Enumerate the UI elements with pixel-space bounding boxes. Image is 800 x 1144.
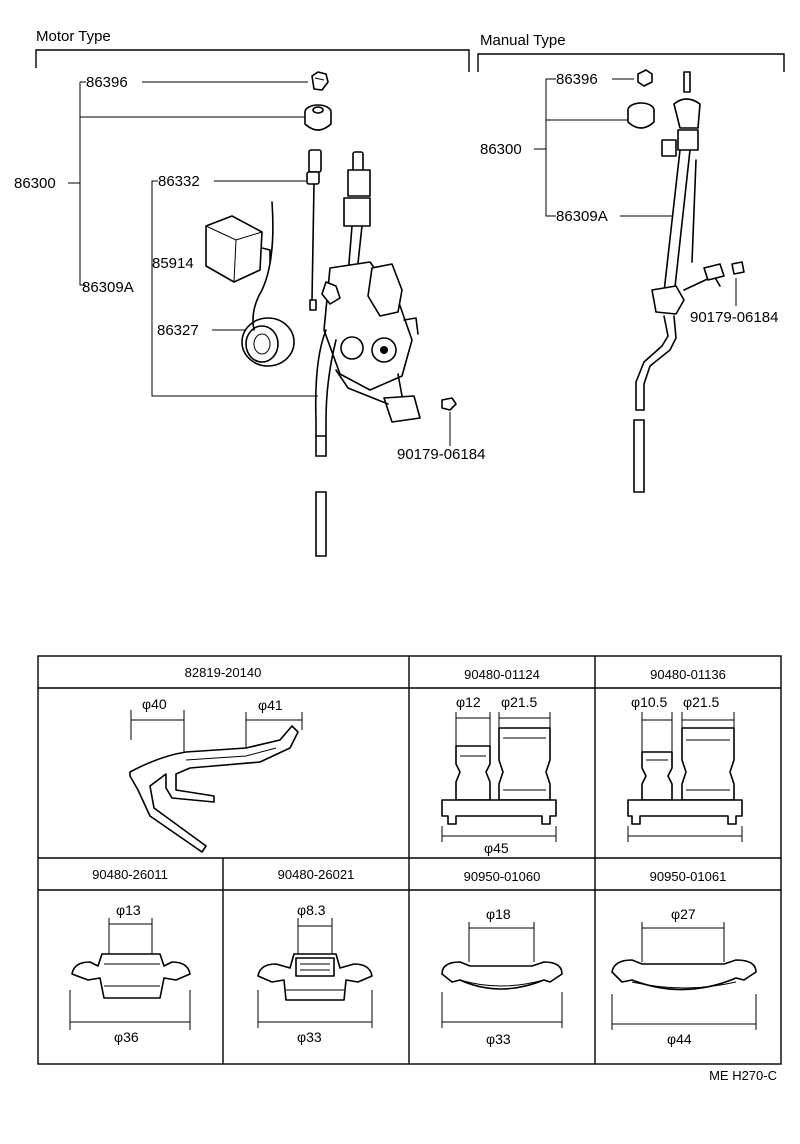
dim-phi44: φ44 xyxy=(667,1031,692,1047)
label-90179-motor: 90179-06184 xyxy=(397,446,485,463)
label-85914: 85914 xyxy=(152,255,194,272)
dim-phi36: φ36 xyxy=(114,1029,139,1045)
dim-phi18: φ18 xyxy=(486,906,511,922)
manual-type-bracket xyxy=(477,53,785,72)
dim-phi12: φ12 xyxy=(456,694,481,710)
dim-phi10-5: φ10.5 xyxy=(631,694,668,710)
manual-type-heading: Manual Type xyxy=(480,32,566,49)
cell-90480-26011: 90480-26011 xyxy=(92,867,168,882)
clip-90480-26021-drawing xyxy=(257,918,373,1028)
label-86309A-motor: 86309A xyxy=(82,279,134,296)
dim-phi40: φ40 xyxy=(142,696,167,712)
label-86309A-manual: 86309A xyxy=(556,208,608,225)
label-90179-manual: 90179-06184 xyxy=(690,309,778,326)
motor-antenna-drawing xyxy=(205,71,457,557)
motor-type-bracket xyxy=(35,49,470,72)
label-86396-cap: 86396 xyxy=(86,74,128,91)
cell-90480-01136: 90480-01136 xyxy=(650,667,726,682)
dim-phi21-5-b: φ21.5 xyxy=(683,694,720,710)
dim-phi45: φ45 xyxy=(484,840,509,856)
dim-phi8-3: φ8.3 xyxy=(297,902,326,918)
motor-type-heading: Motor Type xyxy=(36,28,111,45)
cell-90480-01124: 90480-01124 xyxy=(464,667,540,682)
cell-90950-01060: 90950-01060 xyxy=(464,869,541,884)
parts-table xyxy=(37,655,782,1065)
manual-assy-bracket xyxy=(545,78,556,217)
label-86300-motor: 86300 xyxy=(14,175,56,192)
dim-phi27: φ27 xyxy=(671,906,696,922)
label-86332: 86332 xyxy=(158,173,200,190)
label-86396-manual: 86396 xyxy=(556,71,598,88)
dim-phi33-a: φ33 xyxy=(297,1029,322,1045)
figure-code: ME H270-C xyxy=(709,1068,777,1083)
dim-phi41: φ41 xyxy=(258,697,283,713)
motor-assy-bracket xyxy=(79,82,86,286)
clip-90480-01136-drawing xyxy=(627,712,743,842)
label-86327: 86327 xyxy=(157,322,199,339)
grommet-90950-01061-drawing xyxy=(611,922,757,1030)
manual-antenna-drawing xyxy=(627,69,745,493)
clip-90480-26011-drawing xyxy=(69,918,191,1030)
cell-90480-26021: 90480-26021 xyxy=(278,867,355,882)
grommet-90950-01060-drawing xyxy=(441,922,563,1028)
label-86300-manual: 86300 xyxy=(480,141,522,158)
dim-phi21-5-a: φ21.5 xyxy=(501,694,538,710)
motor-inner-bracket xyxy=(151,180,318,397)
cell-90950-01061: 90950-01061 xyxy=(650,869,727,884)
cell-82819-20140: 82819-20140 xyxy=(185,665,262,680)
dim-phi33-b: φ33 xyxy=(486,1031,511,1047)
clip-82819-drawing xyxy=(129,710,303,853)
dim-phi13: φ13 xyxy=(116,902,141,918)
clip-90480-01124-drawing xyxy=(441,712,557,842)
